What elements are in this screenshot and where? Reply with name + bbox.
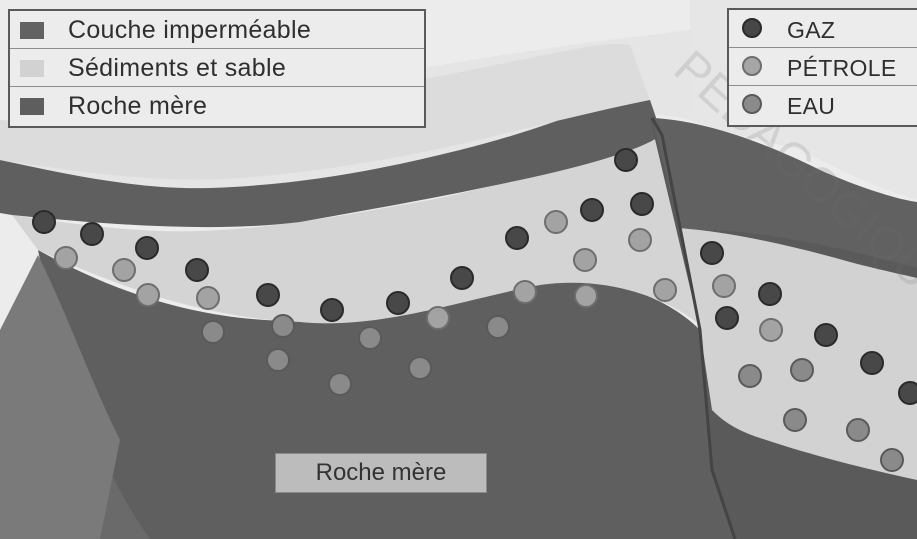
gas-particle [186,259,208,281]
oil-particle [713,275,735,297]
gas-particle [136,237,158,259]
oil-particle [545,211,567,233]
legend-label-source-rock: Roche mère [68,91,207,121]
gas-particle [451,267,473,289]
gas-particle [716,307,738,329]
source-rock-label: Roche mère [275,453,487,493]
water-particle [739,365,761,387]
gas-particle [861,352,883,374]
legend-row-source-rock: Roche mère [10,87,424,125]
oil-particle [654,279,676,301]
water-particle [791,359,813,381]
gas-particle [631,193,653,215]
legend-label-water: EAU [787,91,835,121]
gas-swatch-icon [741,17,763,39]
oil-particle [197,287,219,309]
water-particle [487,316,509,338]
gas-particle [759,283,781,305]
water-particle [881,449,903,471]
gas-particle [701,242,723,264]
oil-particle [514,281,536,303]
swatch-sediments [20,60,44,77]
water-particle [784,409,806,431]
gas-particle [506,227,528,249]
layers-legend: Couche imperméable Sédiments et sable Ro… [8,9,426,128]
oil-particle [629,229,651,251]
gas-particle [615,149,637,171]
gas-particle [257,284,279,306]
swatch-impermeable [20,22,44,39]
legend-row-water: EAU [729,86,917,124]
water-particle [202,321,224,343]
oil-particle [575,285,597,307]
gas-particle [81,223,103,245]
water-particle [329,373,351,395]
gas-particle [387,292,409,314]
legend-label-gas: GAZ [787,15,835,45]
gas-particle [899,382,917,404]
water-swatch-icon [741,93,763,115]
oil-particle [137,284,159,306]
legend-label-oil: PÉTROLE [787,53,896,83]
legend-row-oil: PÉTROLE [729,48,917,86]
oil-particle [55,247,77,269]
water-particle [359,327,381,349]
oil-particle [113,259,135,281]
legend-row-sediments: Sédiments et sable [10,49,424,87]
gas-particle [321,299,343,321]
swatch-source-rock [20,98,44,115]
gas-particle [815,324,837,346]
oil-particle [760,319,782,341]
gas-particle [33,211,55,233]
legend-label-sediments: Sédiments et sable [68,53,286,83]
legend-row-gas: GAZ [729,10,917,48]
gas-particle [581,199,603,221]
oil-swatch-icon [741,55,763,77]
oil-particle [427,307,449,329]
water-particle [267,349,289,371]
water-particle [409,357,431,379]
fluids-legend: GAZ PÉTROLE EAU [727,8,917,127]
water-particle [272,315,294,337]
water-particle [847,419,869,441]
oil-particle [574,249,596,271]
legend-label-impermeable: Couche imperméable [68,15,311,45]
legend-row-impermeable: Couche imperméable [10,11,424,49]
